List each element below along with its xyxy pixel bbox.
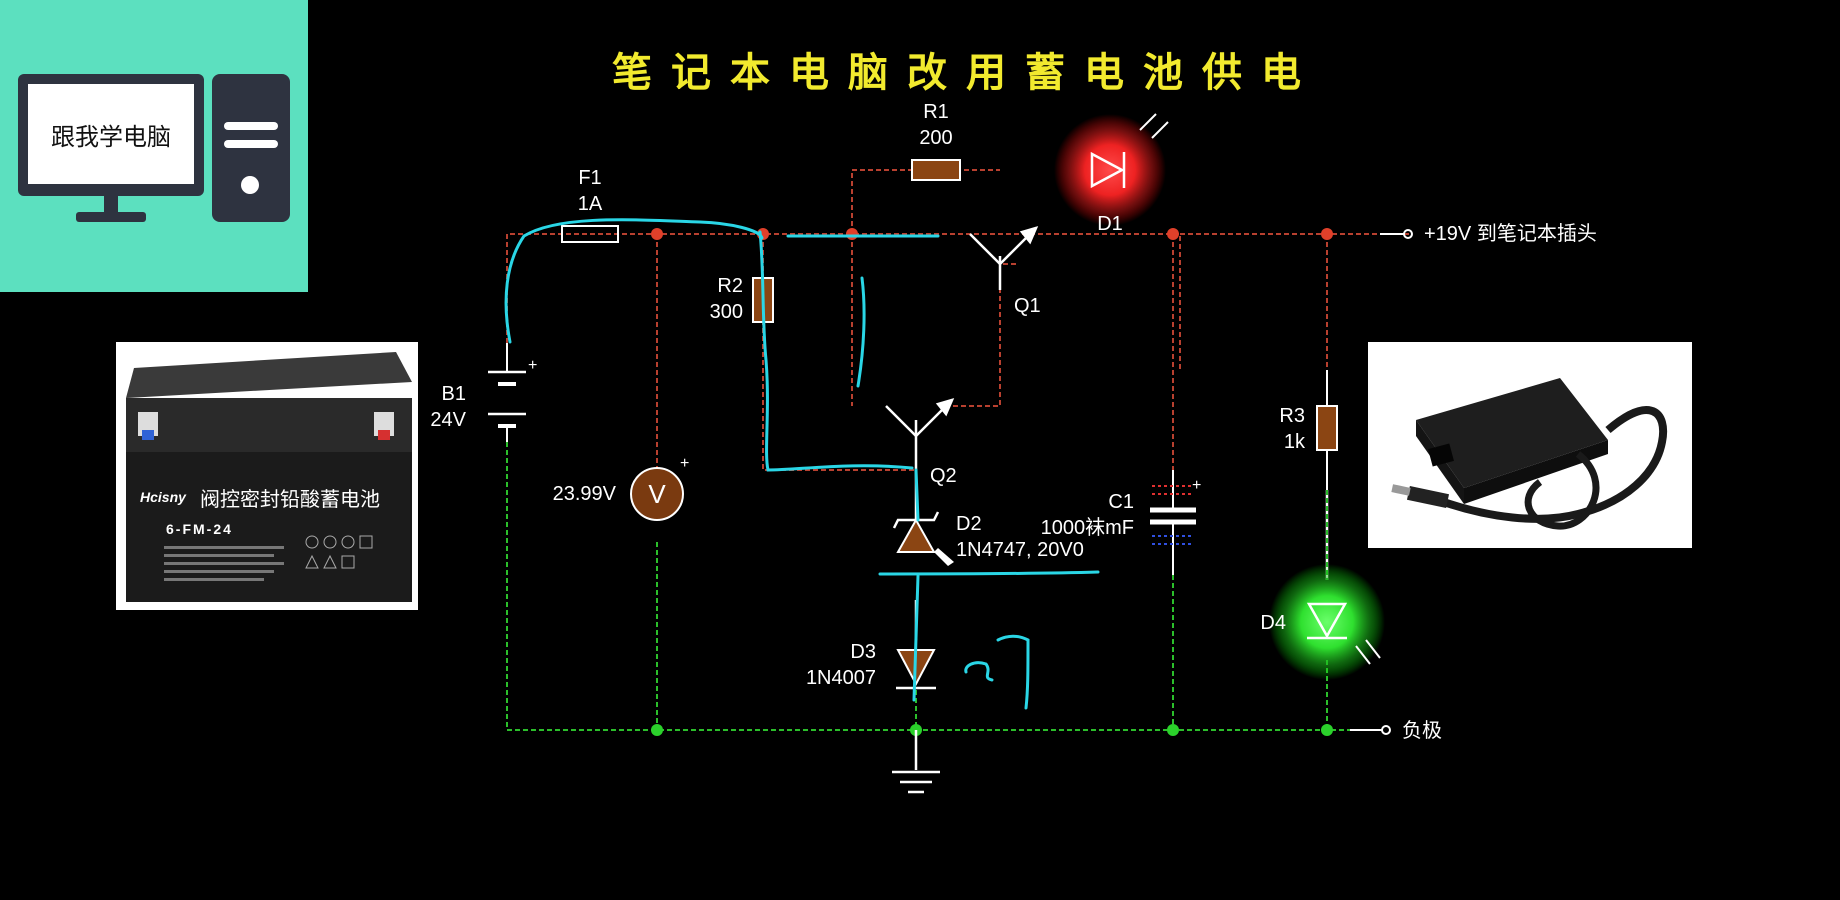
c1-value: 1000袜mF (1041, 516, 1134, 539)
d2-name: D2 (956, 513, 982, 535)
battery-model: 6-FM-24 (166, 521, 233, 537)
page-title: 笔记本电脑改用蓄电池供电 (612, 50, 1320, 96)
d3-value: 1N4007 (806, 667, 876, 689)
channel-logo: 跟我学电脑 (0, 0, 308, 292)
voltmeter-plus-sign: + (680, 455, 689, 472)
pc-tower-icon (212, 74, 290, 222)
logo-text: 跟我学电脑 (28, 84, 194, 184)
transistor-q1: Q1 (969, 226, 1041, 317)
voltmeter-symbol: V (648, 479, 666, 509)
capacitor-c1: + C1 1000袜mF (1041, 470, 1201, 575)
d4-name: D4 (1260, 612, 1286, 634)
negative-terminal-label: 负极 (1402, 719, 1442, 742)
power-adapter-photo (1368, 342, 1692, 548)
resistor-r1: R1 200 (911, 101, 961, 181)
battery-photo: Hcisny 阀控密封铅酸蓄电池 6-FM-24 (116, 342, 418, 610)
battery-plus-sign: + (528, 357, 537, 374)
q1-name: Q1 (1014, 295, 1041, 317)
pen-cursor-icon (934, 548, 954, 566)
b1-name: B1 (442, 383, 466, 405)
b1-value: 24V (430, 409, 466, 431)
r2-name: R2 (717, 275, 743, 297)
diode-d3: D3 1N4007 (806, 641, 936, 690)
zener-diode-d2: D2 1N4747, 20V0 (892, 511, 1084, 561)
r1-name: R1 (923, 101, 949, 123)
fuse-f1: F1 1A (561, 167, 619, 243)
positive-terminal: +19V 到笔记本插头 (1380, 222, 1597, 245)
voltmeter-reading: 23.99V (553, 483, 617, 505)
f1-value: 1A (578, 193, 603, 215)
f1-name: F1 (578, 167, 601, 189)
q2-name: Q2 (930, 465, 957, 487)
annotation-strokes (504, 218, 1100, 710)
voltmeter: V + 23.99V (553, 455, 689, 521)
r3-name: R3 (1279, 405, 1305, 427)
d1-name: D1 (1097, 213, 1123, 235)
battery-label: 阀控密封铅酸蓄电池 (200, 488, 380, 511)
power-button-icon (241, 176, 259, 194)
negative-terminal: 负极 (1350, 719, 1442, 742)
r1-value: 200 (919, 127, 952, 149)
ground-symbol (892, 730, 940, 794)
transistor-q2: Q2 (885, 398, 957, 487)
monitor-icon: 跟我学电脑 (18, 74, 204, 196)
battery-b1: + B1 24V (430, 343, 537, 442)
tower-slot (224, 140, 278, 148)
positive-terminal-label: +19V 到笔记本插头 (1424, 222, 1597, 245)
r2-value: 300 (710, 301, 743, 323)
capacitor-plus-sign: + (1192, 477, 1201, 494)
monitor-base (76, 212, 146, 222)
led-d1: D1 (1054, 113, 1169, 235)
r3-value: 1k (1284, 431, 1306, 453)
monitor-stand (104, 196, 118, 214)
positive-rail (506, 169, 1410, 520)
battery-brand: Hcisny (140, 489, 187, 505)
d3-name: D3 (850, 641, 876, 663)
resistor-r3: R3 1k (1279, 370, 1338, 490)
tower-slot (224, 122, 278, 130)
c1-name: C1 (1108, 491, 1134, 513)
d2-value: 1N4747, 20V0 (956, 539, 1084, 561)
led-d4: D4 (1260, 564, 1385, 680)
